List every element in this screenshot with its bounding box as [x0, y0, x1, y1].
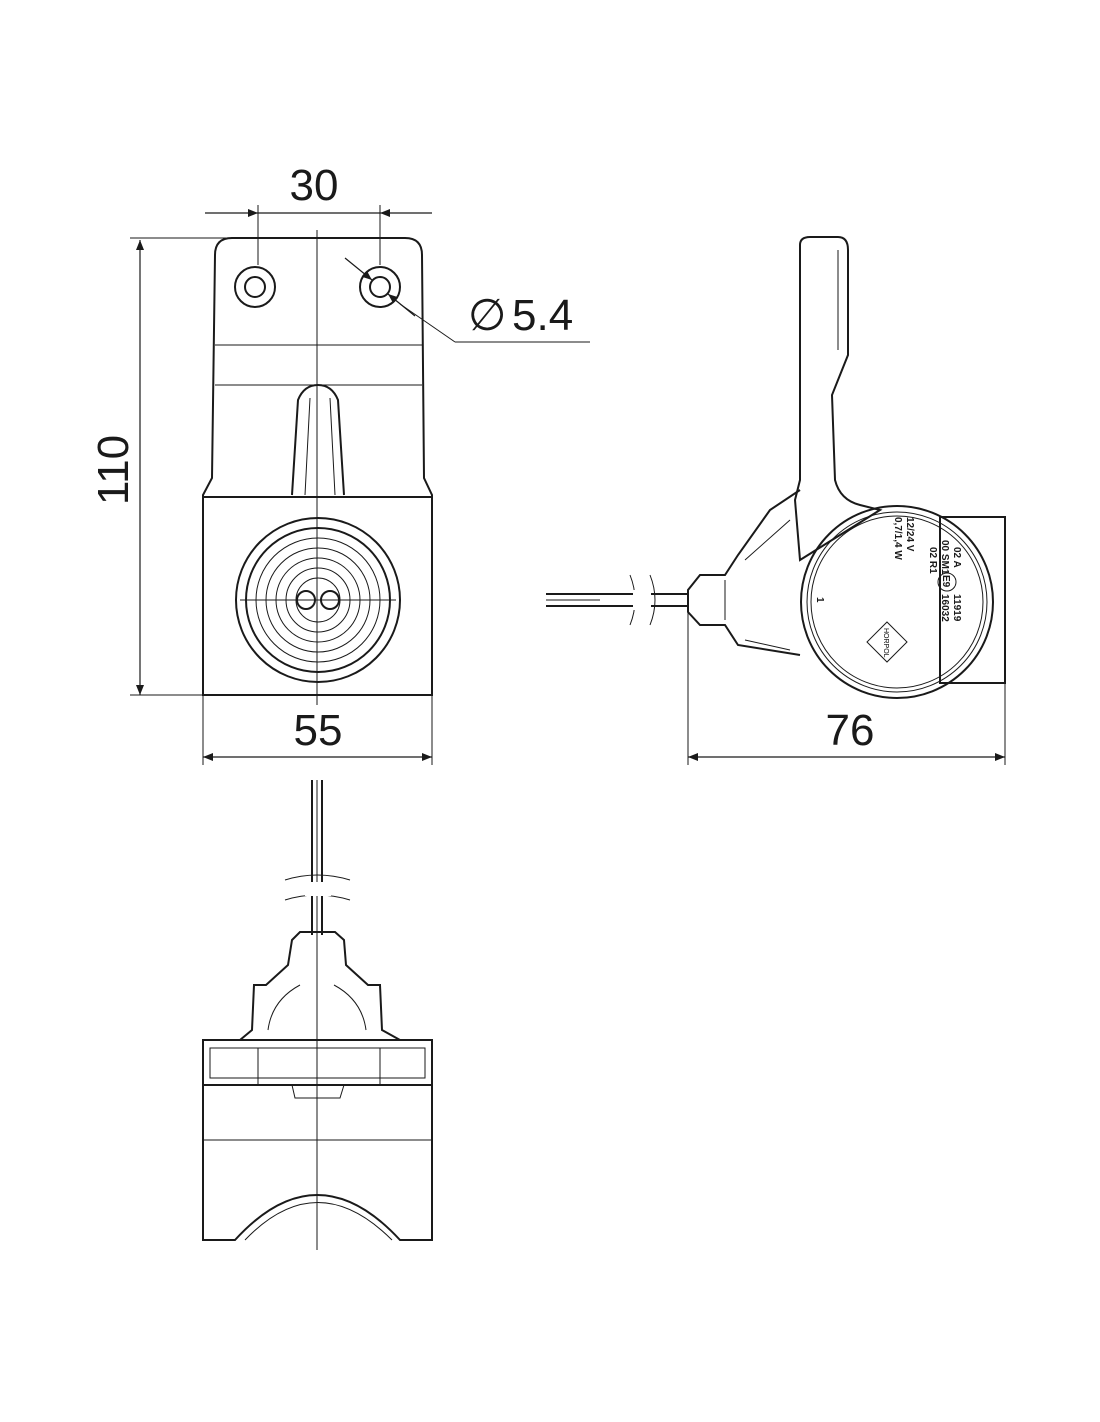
- dimension-label-110: 110: [89, 435, 138, 505]
- mounting-hole-right: [359, 266, 401, 308]
- dimension-label-30: 30: [290, 161, 339, 210]
- power-text: 0,7/1,4 W: [892, 517, 903, 560]
- dimension-label-5-4: 5.4: [512, 291, 573, 340]
- dimension-hole-diameter: ∅ 5.4: [344, 257, 590, 343]
- dimension-label-76: 76: [826, 706, 875, 755]
- front-view: [202, 230, 433, 705]
- label-markings: 12/24 V 0,7/1,4 W 02 A 00 SM1 02 R1 E9 1…: [814, 517, 962, 663]
- dimension-height: 110: [89, 237, 230, 696]
- dimension-label-55: 55: [294, 706, 343, 755]
- side-view: 12/24 V 0,7/1,4 W 02 A 00 SM1 02 R1 E9 1…: [546, 236, 1006, 699]
- code1-text: 02 A: [951, 547, 962, 568]
- lamp-body: [800, 505, 994, 699]
- brand-logo: HORPOL: [882, 628, 889, 658]
- dimension-depth: 76: [687, 612, 1006, 765]
- approval-mark: E9: [940, 575, 951, 588]
- cable: [546, 574, 688, 626]
- approval-number-2: 16032: [939, 594, 950, 622]
- code2-text: 00 SM1: [939, 540, 950, 575]
- voltage-text: 12/24 V: [904, 517, 915, 552]
- position-number: 1: [814, 597, 825, 603]
- dimension-hole-spacing: 30: [205, 161, 432, 265]
- bottom-view: [202, 780, 433, 1250]
- mounting-hole-left: [234, 266, 276, 308]
- brand-logo-diamond: [866, 621, 908, 663]
- dimension-width: 55: [202, 695, 433, 765]
- diameter-symbol: ∅: [468, 291, 506, 340]
- lamp-lens: [235, 517, 401, 683]
- code3-text: 02 R1: [927, 547, 938, 574]
- approval-number-1: 11919: [951, 594, 962, 622]
